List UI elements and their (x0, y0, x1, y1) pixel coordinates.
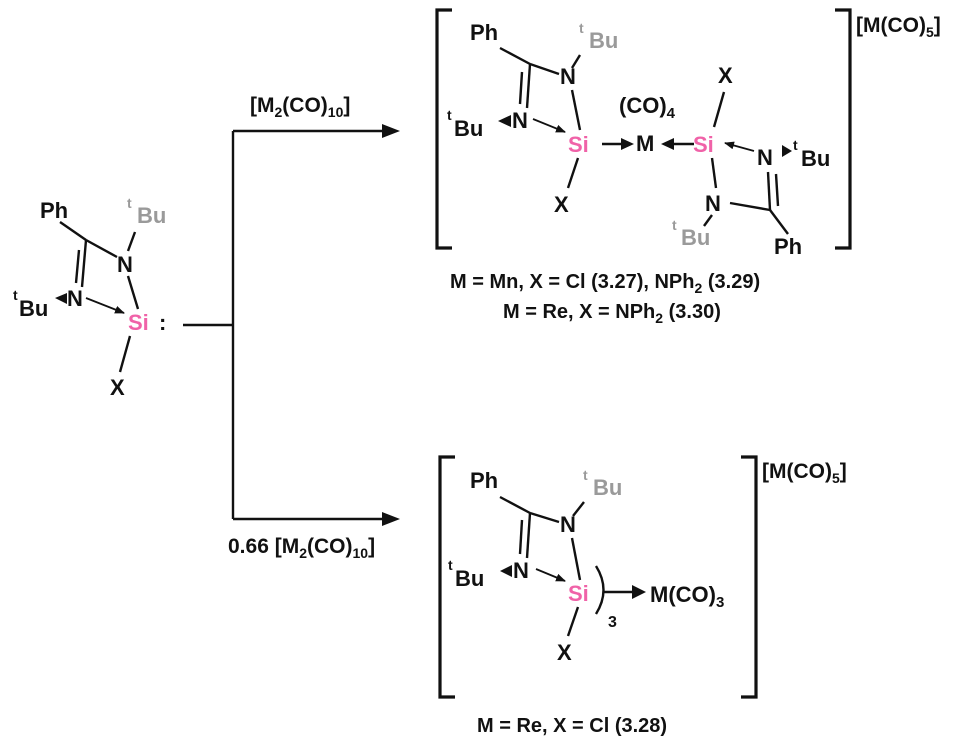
reactant-tbu-n: Bu (137, 203, 166, 228)
bond-c-n-lower-double (74, 249, 81, 284)
top-left-bond-c-n2-double (518, 71, 524, 105)
bottom-bond-si-x (566, 606, 580, 637)
bottom-paren (594, 565, 605, 615)
reactant-tbu-left: Bu (19, 296, 48, 321)
top-caption-line2: M = Re, X = NPh2 (3.30) (503, 301, 721, 326)
top-right-n-upper: N (757, 145, 773, 170)
bottom-caption: M = Re, X = Cl (3.28) (477, 715, 667, 737)
top-left-bond-ph-c (499, 46, 531, 66)
top-left-bond-c-n2 (525, 63, 532, 109)
top-right-tbu: Bu (681, 225, 710, 250)
reactant-n-upper: N (117, 252, 133, 277)
counter-ion-top: [M(CO)5] (856, 14, 941, 40)
bottom-mco3: M(CO)3 (650, 582, 724, 611)
reactant-ph: Ph (40, 198, 68, 223)
top-arrow-si-m-head (621, 138, 634, 150)
top-right-ph: Ph (774, 234, 802, 259)
bottom-tbu: Bu (593, 475, 622, 500)
top-left-dative (532, 118, 566, 133)
top-left-n-lower: N (512, 108, 528, 133)
top-left-wedge (498, 115, 511, 127)
bottom-si: Si (568, 581, 589, 606)
top-right-x: X (718, 63, 733, 88)
top-right-bond-n-c-double (774, 173, 780, 207)
bottom-tbu-sup: t (583, 467, 588, 483)
top-right-dative (724, 141, 755, 152)
bottom-dative (535, 568, 566, 582)
bond-c-n-upper (85, 238, 118, 259)
top-left-bond-c-n (529, 62, 560, 76)
wedge-tbu-n (55, 293, 67, 304)
dative-n-si (85, 297, 125, 314)
product-top: [M(CO)5] Ph t Bu N N t Bu Si X (CO)4 M X… (435, 8, 941, 326)
counter-ion-bottom: [M(CO)5] (762, 460, 847, 486)
reaction-arrows: [M2(CO)10] 0.66 [M2(CO)10] (183, 94, 400, 561)
bottom-tbu2: Bu (455, 566, 484, 591)
bond-ph-c (59, 221, 87, 241)
bottom-bond-c-n (529, 511, 560, 524)
bottom-bond-n-tbu (572, 501, 585, 517)
top-metal: M (636, 131, 654, 156)
top-left-tbu2: Bu (454, 116, 483, 141)
bond-n-upper-si (126, 275, 140, 310)
bracket-right-top (835, 8, 852, 250)
top-left-tbu2-sup: t (447, 107, 452, 123)
top-right-bond-n-c2 (729, 201, 771, 212)
bottom-bond-c-n2-double (518, 519, 524, 555)
top-caption-line1: M = Mn, X = Cl (3.27), NPh2 (3.29) (450, 271, 760, 296)
reactant-si: Si (128, 310, 149, 335)
bottom-wedge (500, 565, 512, 577)
top-right-tbu-sup: t (672, 217, 677, 233)
bracket-left-top (435, 8, 452, 250)
bond-n-tbu (126, 231, 137, 252)
reactant-n-lower: N (67, 286, 83, 311)
top-right-bond-x-si (712, 91, 726, 128)
top-arrow-reagent: [M2(CO)10] (250, 94, 350, 120)
top-arrow-si2-m-head (661, 138, 674, 150)
bottom-n-upper: N (560, 512, 576, 537)
reactant-silylene: Ph t Bu N N t Bu Si : X (13, 195, 166, 400)
bottom-arrow-head (632, 585, 646, 599)
top-right-bond-n-c (766, 171, 772, 211)
bottom-bond-ph-c (499, 495, 531, 515)
top-left-n-upper: N (560, 64, 576, 89)
top-right-wedge (782, 145, 792, 157)
top-left-tbu: Bu (589, 28, 618, 53)
top-left-ph: Ph (470, 20, 498, 45)
bottom-ph: Ph (470, 468, 498, 493)
bond-si-x (118, 335, 132, 373)
bottom-arrow-reagent: 0.66 [M2(CO)10] (228, 535, 375, 561)
top-right-bond-c-ph (769, 209, 789, 235)
top-left-bond-n-si (570, 89, 582, 131)
top-left-bond-n-tbu (570, 54, 582, 69)
bond-c-n-lower (80, 239, 88, 288)
top-right-bond-n-tbu (703, 214, 713, 227)
top-right-n-lower: N (705, 191, 721, 216)
top-left-x: X (554, 192, 569, 217)
bracket-left-bottom (438, 455, 455, 699)
reactant-lone-pair: : (159, 310, 166, 335)
top-right-tbu2: Bu (801, 146, 830, 171)
top-right-tbu2-sup: t (793, 137, 798, 153)
top-left-si: Si (568, 132, 589, 157)
bottom-x: X (557, 640, 572, 665)
bottom-tbu2-sup: t (448, 557, 453, 573)
top-right-si: Si (693, 132, 714, 157)
top-right-bond-si-n (710, 157, 718, 189)
arrow-bottom-head (382, 512, 400, 526)
bracket-right-bottom (741, 455, 758, 699)
top-left-tbu-sup: t (579, 20, 584, 36)
bottom-bond-n-si (570, 537, 582, 581)
bottom-n-lower: N (513, 558, 529, 583)
reactant-x: X (110, 375, 125, 400)
bottom-bond-c-n2 (525, 512, 532, 559)
reactant-tbu-left-sup: t (13, 287, 18, 303)
top-left-bond-si-x (566, 157, 580, 189)
bottom-paren-sub: 3 (608, 614, 617, 631)
reactant-tbu-n-sup: t (127, 195, 132, 211)
product-bottom: [M(CO)5] Ph t Bu N N t Bu Si X M(CO)3 3 … (438, 455, 847, 737)
top-co4: (CO)4 (619, 93, 676, 122)
arrow-top-head (382, 124, 400, 138)
